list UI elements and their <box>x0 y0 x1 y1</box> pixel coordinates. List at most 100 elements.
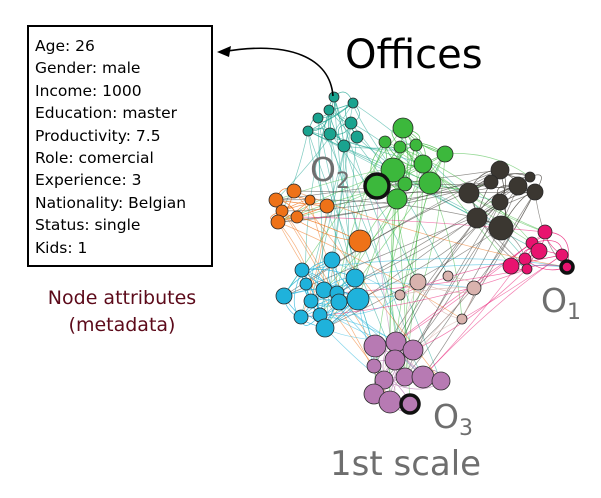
edge <box>404 185 519 378</box>
edge <box>277 169 501 223</box>
graph-node <box>386 188 408 210</box>
title: Offices <box>345 32 483 78</box>
edge <box>354 264 568 279</box>
graph-node <box>348 229 372 253</box>
graph-node <box>521 263 533 275</box>
attribute-income: Income: 1000 <box>35 81 142 100</box>
graph-node <box>345 268 365 288</box>
graph-node <box>290 210 304 224</box>
edge <box>300 315 397 343</box>
attribute-education: Education: master <box>35 104 177 123</box>
office-1-index: 1 <box>566 300 581 325</box>
graph-node <box>315 281 333 299</box>
graph-node <box>344 116 358 130</box>
attribute-role: Role: comercial <box>35 149 154 168</box>
office-2-index: 2 <box>335 169 350 194</box>
pointer-arrow <box>221 47 334 97</box>
edge <box>301 258 568 271</box>
graph-node <box>323 104 335 116</box>
graph-node <box>303 293 319 309</box>
graph-node <box>312 112 324 124</box>
graph-node <box>374 370 394 390</box>
graph-node <box>392 117 414 139</box>
graph-node <box>319 198 335 214</box>
nodes <box>268 91 575 415</box>
edge <box>283 282 475 297</box>
graph-node <box>409 273 427 291</box>
graph-node <box>518 252 532 266</box>
graph-node <box>524 171 536 183</box>
graph-node <box>431 371 451 391</box>
graph-node <box>436 145 454 163</box>
graph-node <box>323 127 337 141</box>
office-3-letter: O <box>433 397 459 436</box>
attribute-kids: Kids: 1 <box>35 238 88 257</box>
edge <box>357 144 417 300</box>
graph-node <box>275 287 293 305</box>
edge <box>395 242 533 343</box>
attribute-productivity: Productivity: 7.5 <box>35 126 161 145</box>
edge <box>404 287 475 378</box>
graph-node <box>270 214 286 230</box>
attribute-nationality: Nationality: Belgian <box>35 193 187 212</box>
graph-node <box>299 277 313 291</box>
graph-node <box>330 293 348 311</box>
edge <box>296 163 424 218</box>
scale-label: 1st scale <box>330 444 482 484</box>
edge <box>319 294 401 317</box>
graph-node <box>378 390 402 414</box>
graph-node <box>411 365 435 389</box>
edge <box>275 199 478 219</box>
graph-node <box>350 130 364 144</box>
graph-node <box>530 242 548 260</box>
caption-line-2: (metadata) <box>68 314 176 336</box>
graph-node <box>555 248 569 262</box>
graph-node <box>346 287 370 311</box>
graph-node <box>537 224 553 240</box>
graph-node <box>378 135 392 149</box>
graph-node <box>490 160 510 180</box>
graph-node <box>328 91 340 103</box>
graph-node <box>304 194 316 206</box>
graph-node <box>302 125 314 137</box>
office-1-letter: O <box>541 281 567 320</box>
edge <box>336 141 386 294</box>
graph-node <box>456 313 468 325</box>
office-label-1: O1 <box>541 281 581 325</box>
graph-node <box>337 139 351 153</box>
attribute-gender: Gender: male <box>35 59 141 78</box>
graph-node <box>380 157 406 183</box>
graph-node <box>363 334 387 358</box>
graph-node <box>293 309 309 325</box>
graph-node <box>294 262 310 278</box>
edge <box>395 153 446 343</box>
arrow-head-icon <box>217 46 231 57</box>
graph-node <box>402 339 424 361</box>
attribute-experience: Experience: 3 <box>35 171 142 190</box>
edge <box>422 254 563 378</box>
graph-node <box>526 183 544 201</box>
graph-node <box>413 154 433 174</box>
edge <box>317 117 414 351</box>
graph-node <box>508 176 528 196</box>
graph-node <box>384 349 406 371</box>
edge <box>275 102 354 201</box>
graph-node <box>491 193 509 211</box>
graph-node <box>483 174 499 190</box>
graph-node <box>286 183 302 199</box>
graph-node <box>315 318 335 338</box>
office-label-3: O3 <box>433 397 473 441</box>
edge <box>281 130 309 212</box>
edge <box>277 221 463 320</box>
graph-node <box>395 367 415 387</box>
graph-node <box>488 215 514 241</box>
graph-node <box>442 270 454 282</box>
caption-line-1: Node attributes <box>47 287 197 309</box>
graph-node <box>466 207 488 229</box>
edge <box>293 190 536 193</box>
attribute-status: Status: single <box>35 216 141 235</box>
attribute-age: Age: 26 <box>35 37 95 55</box>
office-2-letter: O <box>310 150 336 189</box>
